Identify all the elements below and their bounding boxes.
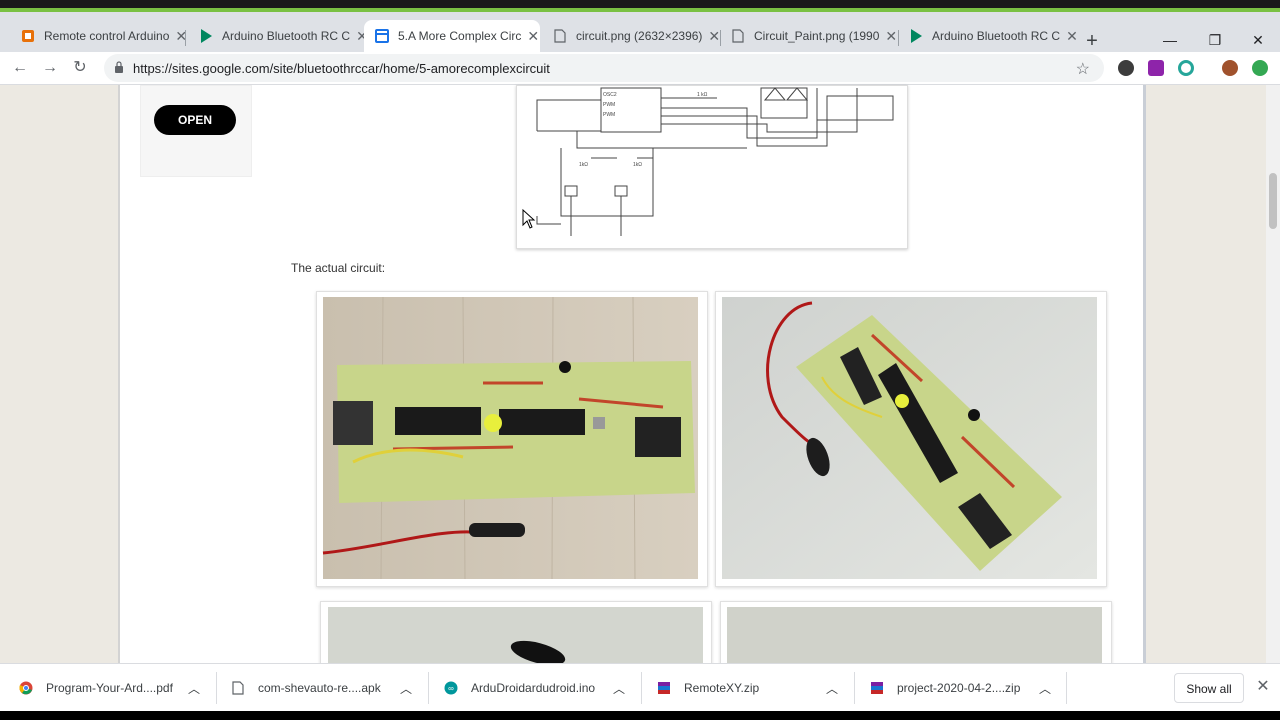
close-icon[interactable]: ✕ [527, 27, 540, 44]
tab-circuit-png[interactable]: circuit.png (2632×2396) ✕ [542, 20, 721, 52]
page-viewport: OPEN OSC2 [0, 85, 1280, 673]
show-all-button[interactable]: Show all [1174, 673, 1244, 703]
vertical-scrollbar[interactable] [1266, 85, 1280, 663]
tab-complex-circuit[interactable]: 5.A More Complex Circ ✕ [364, 20, 540, 52]
circuit-photo-2[interactable] [722, 297, 1097, 579]
mouse-cursor-icon [522, 208, 536, 229]
tab-separator [898, 30, 899, 46]
svg-text:PWM: PWM [603, 102, 615, 108]
play-store-icon [908, 28, 924, 44]
close-icon[interactable]: ✕ [1066, 27, 1078, 44]
tab-title: Remote control Arduino [44, 29, 170, 43]
profile-avatar[interactable] [1222, 60, 1238, 76]
svg-text:OSC2: OSC2 [603, 92, 617, 98]
document-icon [552, 28, 568, 44]
close-icon[interactable]: ✕ [885, 27, 898, 44]
tab-circuit-paint[interactable]: Circuit_Paint.png (1990 ✕ [720, 20, 898, 52]
lock-icon [115, 61, 123, 73]
winrar-icon [656, 680, 672, 696]
circuit-photo-3[interactable] [328, 607, 703, 667]
download-item-apk[interactable]: com-shevauto-re....apk [230, 664, 381, 712]
download-separator [1066, 672, 1067, 704]
tab-bluetooth-rc-1[interactable]: Arduino Bluetooth RC C ✕ [188, 20, 368, 52]
downloads-bar: Program-Your-Ard....pdf ︿ com-shevauto-r… [0, 663, 1280, 712]
window-top-bar [0, 0, 1280, 12]
download-name: Program-Your-Ard....pdf [46, 681, 173, 695]
address-bar[interactable]: https://sites.google.com/site/bluetoothr… [104, 54, 1104, 82]
new-tab-button[interactable]: + [1086, 30, 1098, 52]
svg-text:1kΩ: 1kΩ [633, 162, 642, 168]
chevron-up-icon[interactable]: ︿ [826, 681, 839, 696]
extension-purple-icon[interactable] [1148, 60, 1164, 76]
download-item-ino[interactable]: ∞ ArduDroidardudroid.ino [443, 664, 595, 712]
chrome-icon [18, 680, 34, 696]
restore-button[interactable]: ❐ [1208, 32, 1222, 48]
open-button[interactable]: OPEN [154, 105, 236, 135]
tab-remote-control[interactable]: Remote control Arduino ✕ [10, 20, 187, 52]
tab-strip: Remote control Arduino ✕ Arduino Bluetoo… [0, 12, 1280, 52]
chevron-up-icon[interactable]: ︿ [188, 681, 201, 696]
close-icon[interactable]: ✕ [708, 27, 721, 44]
tab-title: circuit.png (2632×2396) [576, 29, 703, 43]
back-button[interactable]: ← [12, 59, 28, 76]
download-name: com-shevauto-re....apk [258, 681, 381, 695]
url-text: https://sites.google.com/site/bluetoothr… [133, 61, 550, 76]
tab-title: Arduino Bluetooth RC C [932, 29, 1061, 43]
download-separator [854, 672, 855, 704]
svg-text:1kΩ: 1kΩ [579, 162, 588, 168]
pdf-tab-icon [20, 28, 36, 44]
download-name: ArduDroidardudroid.ino [471, 681, 596, 695]
accent-strip [0, 8, 1280, 12]
extension-k-icon[interactable] [1118, 60, 1134, 76]
document-icon [730, 28, 746, 44]
download-item-project[interactable]: project-2020-04-2....zip [869, 664, 1020, 712]
svg-text:∞: ∞ [448, 684, 454, 693]
browser-toolbar: ← → ↻ https://sites.google.com/site/blue… [0, 52, 1280, 85]
close-icon[interactable]: ✕ [1256, 678, 1270, 695]
update-icon[interactable] [1252, 60, 1268, 76]
google-sites-icon [374, 28, 390, 44]
download-item-remotexy[interactable]: RemoteXY.zip [656, 664, 759, 712]
extension-circle-icon[interactable] [1178, 60, 1194, 76]
actual-circuit-label: The actual circuit: [291, 261, 386, 275]
chevron-up-icon[interactable]: ︿ [613, 681, 626, 696]
chevron-up-icon[interactable]: ︿ [400, 681, 413, 696]
download-separator [216, 672, 217, 704]
chevron-up-icon[interactable]: ︿ [1039, 681, 1052, 696]
tab-title: Arduino Bluetooth RC C [222, 29, 351, 43]
circuit-photo-4[interactable] [727, 607, 1102, 667]
winrar-icon [869, 680, 885, 696]
tab-title: Circuit_Paint.png (1990 [754, 29, 880, 43]
download-item-pdf[interactable]: Program-Your-Ard....pdf [18, 664, 173, 712]
tab-separator [720, 30, 721, 46]
minimize-button[interactable]: — [1163, 32, 1177, 48]
close-icon[interactable]: ✕ [356, 27, 368, 44]
tab-title: 5.A More Complex Circ [398, 29, 522, 43]
play-store-icon [198, 28, 214, 44]
svg-text:PWM: PWM [603, 112, 615, 118]
bottom-letterbox [0, 711, 1280, 720]
download-name: RemoteXY.zip [684, 681, 760, 695]
scrollbar-thumb[interactable] [1269, 173, 1277, 229]
arduino-icon: ∞ [443, 680, 459, 696]
download-separator [641, 672, 642, 704]
tab-separator [185, 30, 186, 46]
close-icon[interactable]: ✕ [175, 27, 188, 44]
close-window-button[interactable]: ✕ [1252, 32, 1264, 48]
file-icon [230, 680, 246, 696]
tab-bluetooth-rc-2[interactable]: Arduino Bluetooth RC C ✕ [898, 20, 1078, 52]
bookmark-star-icon[interactable]: ☆ [1075, 61, 1090, 78]
forward-button[interactable]: → [42, 59, 58, 76]
svg-text:1 kΩ: 1 kΩ [697, 92, 708, 98]
circuit-photo-1[interactable] [322, 296, 698, 580]
reload-button[interactable]: ↻ [73, 59, 87, 76]
download-separator [428, 672, 429, 704]
download-name: project-2020-04-2....zip [897, 681, 1021, 695]
